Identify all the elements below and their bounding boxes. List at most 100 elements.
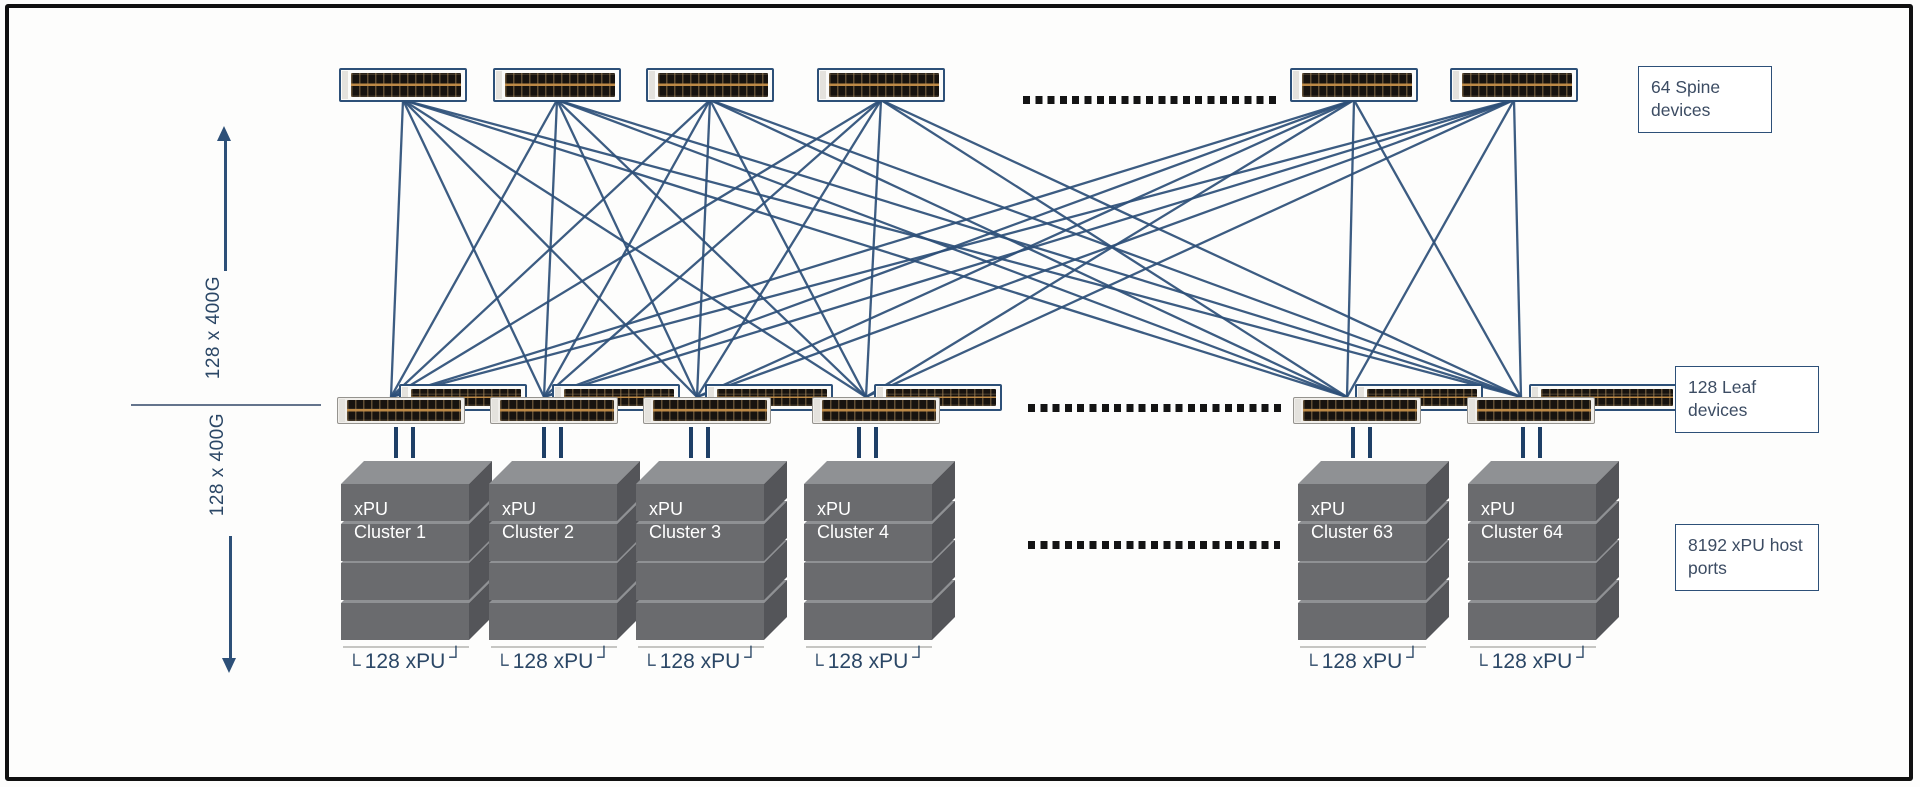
switch-ports-icon — [829, 73, 939, 97]
switch-ports-icon — [500, 400, 614, 421]
server-slab — [1468, 563, 1596, 600]
cluster-bracket-line — [638, 646, 764, 648]
server-slab — [804, 602, 932, 640]
arrow-down-line — [229, 536, 232, 658]
leaf-cluster-link-icon — [1521, 427, 1542, 458]
server-slab — [489, 602, 617, 640]
axis-divider-line — [131, 404, 321, 406]
cluster-capacity-label-63: └128 xPU┘ — [1304, 647, 1420, 676]
server-slab — [341, 602, 469, 640]
switch-ports-icon — [822, 400, 936, 421]
bracket-right-icon: ┘ — [1576, 647, 1590, 668]
leaf-cluster-link-icon — [542, 427, 563, 458]
server-slab — [636, 523, 764, 561]
cluster-capacity-label-64: └128 xPU┘ — [1474, 647, 1590, 676]
cluster-capacity-label-2: └128 xPU┘ — [495, 647, 611, 676]
server-slab — [804, 563, 932, 600]
cluster-capacity-label-3: └128 xPU┘ — [642, 647, 758, 676]
server-slab — [1298, 602, 1426, 640]
switch-ports-icon — [505, 73, 615, 97]
cluster-bracket-line — [806, 646, 932, 648]
spine-switch-3 — [646, 68, 774, 102]
leaf-switch-group-4 — [812, 384, 1004, 425]
bracket-left-icon: └ — [642, 655, 656, 676]
server-slab — [341, 484, 469, 521]
leaf-host-bandwidth-label: 128 x 400G — [207, 413, 228, 517]
bracket-right-icon: ┘ — [597, 647, 611, 668]
server-slab — [341, 563, 469, 600]
switch-ports-icon — [1302, 73, 1412, 97]
bracket-left-icon: └ — [495, 655, 509, 676]
bracket-left-icon: └ — [347, 655, 361, 676]
bracket-right-icon: ┘ — [912, 647, 926, 668]
bracket-right-icon: ┘ — [744, 647, 758, 668]
leaf-switch-group-3 — [643, 384, 835, 425]
server-slab — [489, 484, 617, 521]
server-slab — [636, 484, 764, 521]
leaf-switch-group-6 — [1467, 384, 1679, 425]
leaf-switch-front-icon — [643, 397, 771, 424]
cluster-ellipsis-dots — [1028, 541, 1280, 549]
arrow-down-icon — [222, 658, 236, 673]
leaf-cluster-link-icon — [857, 427, 878, 458]
server-slab — [341, 523, 469, 561]
bracket-left-icon: └ — [1474, 655, 1488, 676]
server-slab — [1298, 523, 1426, 561]
leaf-switch-front-icon — [337, 397, 465, 424]
cluster-bracket-line — [1300, 646, 1426, 648]
spine-switch-1 — [339, 68, 467, 102]
arrow-up-icon — [217, 126, 231, 141]
leaf-switch-front-icon — [812, 397, 940, 424]
server-slab — [636, 602, 764, 640]
server-slab — [1468, 602, 1596, 640]
server-slab — [489, 563, 617, 600]
server-slab — [1468, 484, 1596, 521]
spine-leaf-bandwidth-label: 128 x 400G — [203, 276, 224, 380]
switch-ports-icon — [1303, 400, 1417, 421]
cluster-bracket-line — [491, 646, 617, 648]
server-slab — [1298, 563, 1426, 600]
switch-ports-icon — [653, 400, 767, 421]
host-ports-label: 8192 xPU host ports — [1675, 524, 1819, 591]
bracket-right-icon: ┘ — [1406, 647, 1420, 668]
leaf-cluster-link-icon — [689, 427, 710, 458]
spine-switch-6 — [1450, 68, 1578, 102]
spine-switch-4 — [817, 68, 945, 102]
spine-switch-2 — [493, 68, 621, 102]
server-slab — [1298, 484, 1426, 521]
leaf-ellipsis-dots — [1028, 404, 1283, 412]
leaf-switch-front-icon — [1467, 397, 1595, 424]
server-slab — [804, 484, 932, 521]
leaf-switch-group-1 — [337, 384, 529, 425]
bracket-left-icon: └ — [810, 655, 824, 676]
server-slab — [636, 563, 764, 600]
spine-ellipsis-dots — [1023, 96, 1281, 104]
cluster-bracket-line — [343, 646, 469, 648]
switch-ports-icon — [1462, 73, 1572, 97]
spine-switch-5 — [1290, 68, 1418, 102]
cluster-bracket-line — [1470, 646, 1596, 648]
leaf-count-label: 128 Leaf devices — [1675, 366, 1819, 433]
switch-ports-icon — [347, 400, 461, 421]
leaf-switch-group-5 — [1293, 384, 1485, 425]
spine-count-label: 64 Spine devices — [1638, 66, 1772, 133]
leaf-cluster-link-icon — [394, 427, 415, 458]
leaf-switch-front-icon — [490, 397, 618, 424]
switch-ports-icon — [658, 73, 768, 97]
leaf-switch-front-icon — [1293, 397, 1421, 424]
server-slab — [489, 523, 617, 561]
server-slab — [804, 523, 932, 561]
bracket-right-icon: ┘ — [449, 647, 463, 668]
